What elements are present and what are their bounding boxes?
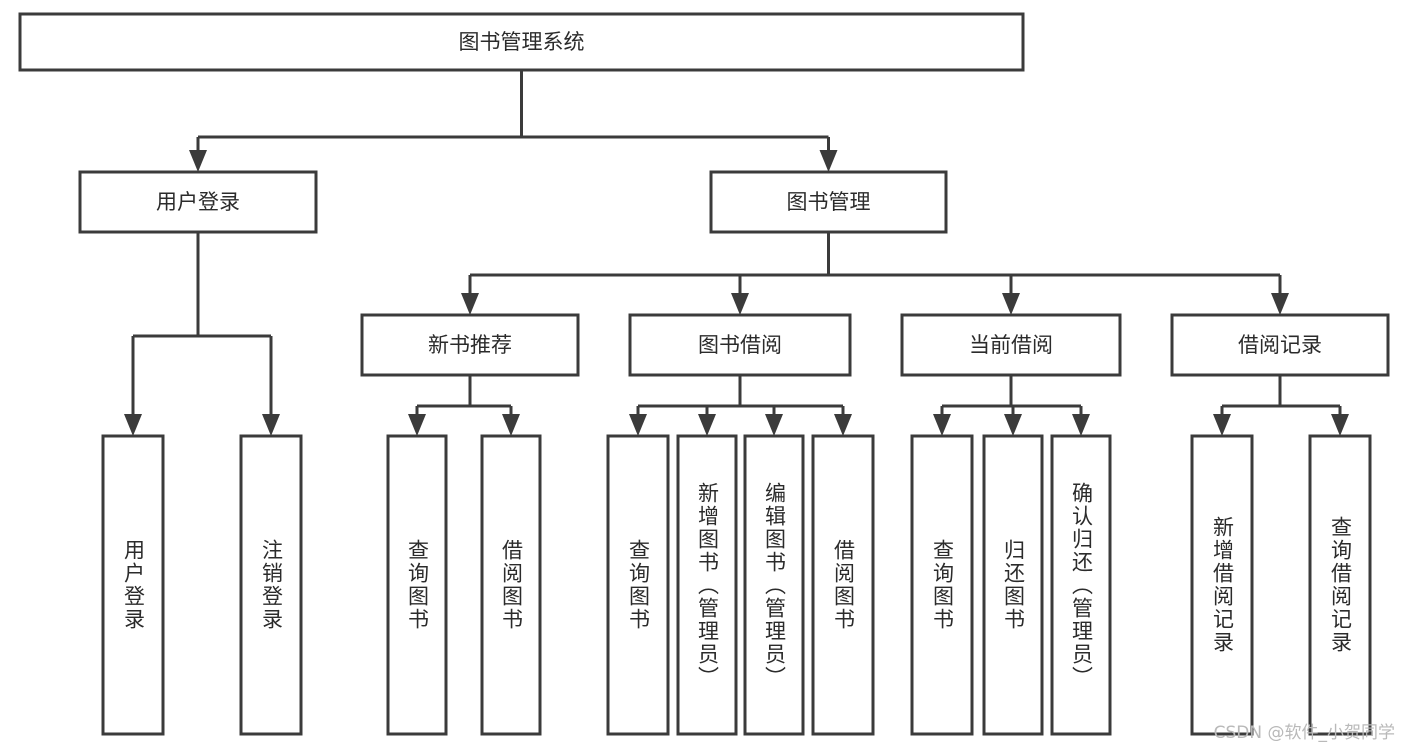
node-e59bbee4b9a6e7aea1e79086-label: 图书管理 <box>787 190 871 214</box>
arrow-head-icon <box>731 293 749 315</box>
arrow-head-icon <box>1213 414 1231 436</box>
node-e59bbee4b9a6e5809fe99885-box[interactable] <box>628 313 852 377</box>
node-e794a8e688b7e799bbe5bd95-box[interactable] <box>78 170 318 234</box>
node-e696b0e5a29ee59bbee4b9a6efbc88e7aea1e79086e59198efbc89-box[interactable] <box>676 434 738 736</box>
node-e794a8e688b7e799bbe5bd95-label: 用户登录 <box>156 190 240 214</box>
arrow-head-icon <box>629 414 647 436</box>
arrow-head-icon <box>408 414 426 436</box>
arrow-head-icon <box>1072 414 1090 436</box>
node-e5bd93e5898de5809fe99885-box[interactable] <box>900 313 1122 377</box>
arrow-head-icon <box>819 150 838 172</box>
arrow-head-icon <box>1004 414 1022 436</box>
arrow-head-icon <box>933 414 951 436</box>
node-e794a8e688b7e799bbe5bd95-box[interactable] <box>101 434 165 736</box>
node-e5bd92e8bf98e59bbee4b9a6-box[interactable] <box>982 434 1044 736</box>
node-e59bbee4b9a6e5809fe99885-label: 图书借阅 <box>698 333 782 357</box>
node-e696b0e5a29ee5809fe99885e8aeb0e5bd95-box[interactable] <box>1190 434 1254 736</box>
node-e59bbee4b9a6e7aea1e79086e7b3bbe7bb9f-label: 图书管理系统 <box>459 30 585 54</box>
node-e7a1aee8aea4e5bd92e8bf98efbc88e7aea1e79086e59198efbc89-box[interactable] <box>1050 434 1112 736</box>
node-e69fa5e8afa2e59bbee4b9a6-box[interactable] <box>606 434 670 736</box>
arrow-head-icon <box>698 414 716 436</box>
csdn-watermark: CSDN @软件_小贺同学 <box>1213 723 1395 743</box>
arrow-head-icon <box>461 293 479 315</box>
node-e696b0e4b9a6e68ea8e88d90-box[interactable] <box>360 313 580 377</box>
arrow-head-icon <box>124 414 142 436</box>
arrow-head-icon <box>502 414 520 436</box>
arrow-head-icon <box>1271 293 1289 315</box>
node-e59bbee4b9a6e7aea1e79086e7b3bbe7bb9f-box[interactable] <box>18 12 1025 72</box>
connectors-layer <box>124 70 1349 436</box>
node-e7bc96e8be91e59bbee4b9a6efbc88e7aea1e79086e59198efbc89-box[interactable] <box>743 434 805 736</box>
boxes-layer <box>18 12 1390 736</box>
arrow-head-icon <box>262 414 280 436</box>
arrow-head-icon <box>189 150 207 172</box>
node-e5809fe99885e59bbee4b9a6-box[interactable] <box>480 434 542 736</box>
arrow-head-icon <box>834 414 852 436</box>
node-e69fa5e8afa2e59bbee4b9a6-box[interactable] <box>386 434 448 736</box>
node-e69fa5e8afa2e59bbee4b9a6-box[interactable] <box>910 434 974 736</box>
arrow-head-icon <box>1331 414 1349 436</box>
arrow-head-icon <box>1002 293 1020 315</box>
node-e69fa5e8afa2e5809fe99885e8aeb0e5bd95-box[interactable] <box>1308 434 1372 736</box>
node-e5809fe99885e8aeb0e5bd95-box[interactable] <box>1170 313 1390 377</box>
node-e5809fe99885e59bbee4b9a6-box[interactable] <box>811 434 875 736</box>
node-e5bd93e5898de5809fe99885-label: 当前借阅 <box>969 333 1053 357</box>
node-e6b3a8e99480e799bbe5bd95-box[interactable] <box>239 434 303 736</box>
node-e59bbee4b9a6e7aea1e79086-box[interactable] <box>709 170 948 234</box>
node-e5809fe99885e8aeb0e5bd95-label: 借阅记录 <box>1238 333 1322 357</box>
arrow-head-icon <box>765 414 783 436</box>
node-e696b0e4b9a6e68ea8e88d90-label: 新书推荐 <box>428 333 512 357</box>
